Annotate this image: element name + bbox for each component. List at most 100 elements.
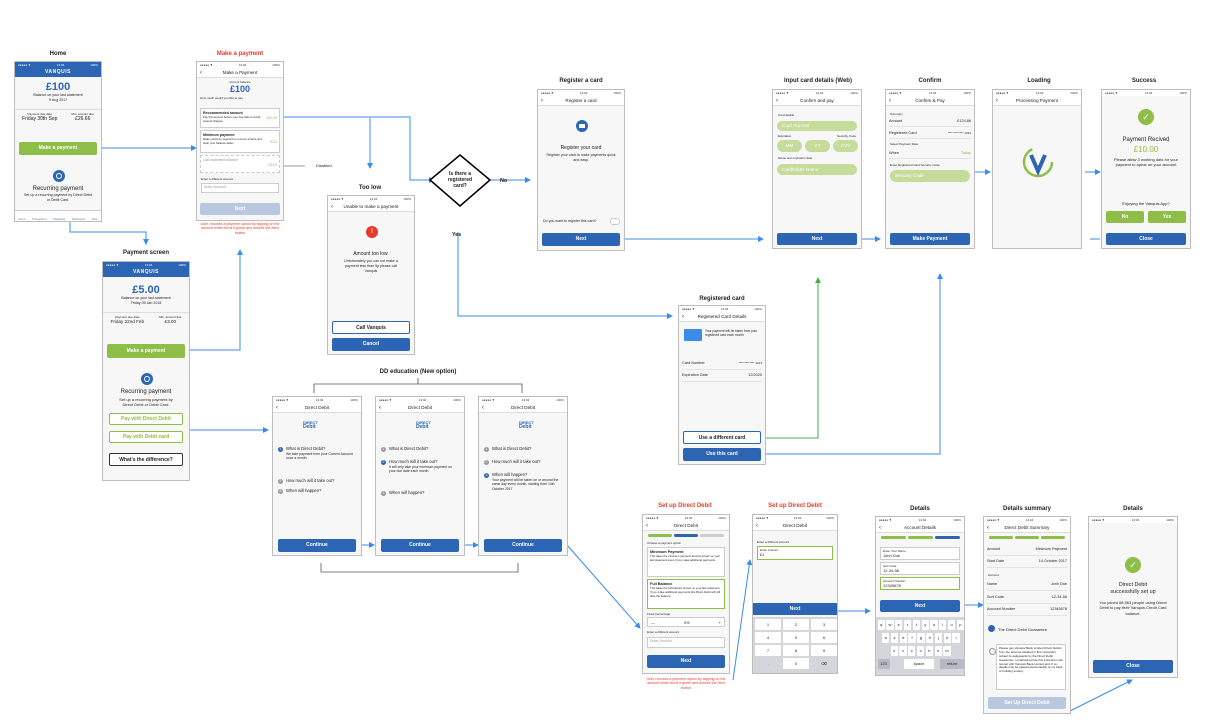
next-button[interactable]: Next xyxy=(542,233,620,246)
keyboard-key[interactable]: g xyxy=(917,633,925,643)
numpad-key[interactable]: 2 xyxy=(783,619,809,630)
keyboard-key[interactable]: return xyxy=(940,659,964,669)
option-minimum[interactable]: Minimum Payment This takes the minimum p… xyxy=(647,547,725,577)
difference-button[interactable]: What's the difference? xyxy=(109,453,183,466)
mm-input[interactable]: MM xyxy=(777,140,802,152)
keyboard-key[interactable]: w xyxy=(886,620,894,630)
numpad-key[interactable]: 3 xyxy=(811,619,837,630)
numpad-key[interactable]: . xyxy=(767,661,769,666)
keyboard-key[interactable]: q xyxy=(877,620,885,630)
keyboard-key[interactable]: m xyxy=(943,646,951,656)
keyboard-key[interactable]: space xyxy=(904,659,934,669)
tab-payments[interactable]: Payments xyxy=(53,218,66,221)
back-icon[interactable]: ‹ xyxy=(879,524,881,531)
keyboard-key[interactable]: a xyxy=(882,633,890,643)
back-icon[interactable]: ‹ xyxy=(379,404,381,411)
tab-more[interactable]: More xyxy=(91,218,98,221)
keyboard-key[interactable]: e xyxy=(895,620,903,630)
other-amount-input[interactable]: Enter Amount xyxy=(647,637,725,648)
back-icon[interactable]: ‹ xyxy=(987,524,989,531)
continue-button[interactable]: Continue xyxy=(278,539,356,552)
pay-debit-card-button[interactable]: Pay with Debit card xyxy=(109,431,183,443)
keyboard-key[interactable]: n xyxy=(934,646,942,656)
sort-code-input[interactable]: Sort Code 12-34-56 xyxy=(880,562,960,575)
card-number-input[interactable]: Card Number xyxy=(777,121,857,131)
close-button[interactable]: Close xyxy=(1093,660,1173,673)
numpad-key[interactable]: 1 xyxy=(755,619,781,630)
option-recommended[interactable]: Recommended amount Pay this amount befor… xyxy=(200,108,280,128)
register-toggle[interactable] xyxy=(610,218,620,225)
numpad-key[interactable]: ⌫ xyxy=(821,661,827,666)
back-icon[interactable]: ‹ xyxy=(682,313,684,320)
setup-dd-button[interactable]: Set Up Direct Debit xyxy=(988,697,1066,709)
numpad-key[interactable]: 7 xyxy=(755,645,781,656)
next-button[interactable]: Next xyxy=(880,600,960,612)
tab-statements[interactable]: Statements xyxy=(71,218,85,221)
keyboard-key[interactable]: v xyxy=(916,646,925,656)
back-icon[interactable]: ‹ xyxy=(331,203,333,210)
make-payment-button[interactable]: Make a payment xyxy=(19,142,97,155)
numpad-key[interactable]: 6 xyxy=(811,632,837,643)
use-this-card-button[interactable]: Use this card xyxy=(683,448,761,461)
keyboard-key[interactable]: b xyxy=(925,646,934,656)
close-button[interactable]: Close xyxy=(1106,233,1186,245)
keyboard-key[interactable]: i xyxy=(939,620,947,630)
next-button[interactable]: Next xyxy=(200,203,280,215)
make-payment-button[interactable]: Make Payment xyxy=(890,233,970,245)
next-button[interactable]: Next xyxy=(647,655,725,668)
keyboard-key[interactable]: z xyxy=(890,646,898,656)
back-icon[interactable]: ‹ xyxy=(996,97,998,104)
yes-button[interactable]: Yes xyxy=(1148,211,1186,223)
numpad-key[interactable]: 9 xyxy=(811,645,837,656)
amount-input[interactable]: Enter Amount £1 xyxy=(757,546,833,560)
other-amount-input[interactable]: Enter Amount xyxy=(201,183,279,193)
back-icon[interactable]: ‹ xyxy=(200,69,202,76)
back-icon[interactable]: ‹ xyxy=(889,97,891,104)
account-number-input[interactable]: Account Number 12345678 xyxy=(880,577,960,590)
use-different-card-button[interactable]: Use a different card xyxy=(683,431,761,444)
no-button[interactable]: No xyxy=(1106,211,1144,223)
keyboard-key[interactable]: p xyxy=(956,620,964,630)
keyboard-key[interactable]: o xyxy=(947,620,956,630)
keyboard-key[interactable]: h xyxy=(926,633,934,643)
keyboard-key[interactable]: u xyxy=(930,620,938,630)
keyboard-key[interactable]: j xyxy=(934,633,943,643)
option-minimum[interactable]: Minimum payment Make minimum payment to … xyxy=(200,130,280,153)
keyboard-key[interactable]: c xyxy=(908,646,916,656)
next-button[interactable]: Next xyxy=(777,233,857,245)
yy-input[interactable]: YY xyxy=(805,140,830,152)
minus-icon[interactable]: — xyxy=(651,619,655,625)
cardholder-input[interactable]: Cardholder Name xyxy=(777,164,857,175)
numpad-key[interactable]: 8 xyxy=(783,645,809,656)
guarantee-label[interactable]: The Direct Debit Guarantee xyxy=(998,627,1047,632)
numpad-key[interactable]: 5 xyxy=(783,632,809,643)
plus-icon[interactable]: + xyxy=(718,619,721,625)
keyboard-key[interactable]: s xyxy=(890,633,899,643)
next-button[interactable]: Next xyxy=(753,603,837,615)
keyboard-key[interactable]: y xyxy=(921,620,929,630)
tab-home[interactable]: Home xyxy=(18,218,26,221)
pay-direct-debit-button[interactable]: Pay with Direct Debit xyxy=(109,413,183,425)
call-vanquis-button[interactable]: Call Vanquis xyxy=(332,321,410,334)
option-last-statement[interactable]: Last statement balance £110 xyxy=(200,155,280,173)
percentage-stepper[interactable]: — 0% + xyxy=(647,617,725,627)
back-icon[interactable]: ‹ xyxy=(776,97,778,104)
keyboard-key[interactable]: f xyxy=(908,633,916,643)
keyboard-key[interactable]: t xyxy=(912,620,921,630)
cancel-button[interactable]: Cancel xyxy=(332,338,410,351)
numpad-key[interactable]: 4 xyxy=(755,632,781,643)
numpad-key[interactable]: 0 xyxy=(783,658,809,669)
option-full-balance[interactable]: Full Balance This takes the full balance… xyxy=(647,579,725,609)
keyboard-key[interactable]: r xyxy=(903,620,912,630)
continue-button[interactable]: Continue xyxy=(484,539,562,552)
back-icon[interactable]: ‹ xyxy=(646,522,648,529)
continue-button[interactable]: Continue xyxy=(381,539,459,552)
name-input[interactable]: Enter Your Name John Doe xyxy=(880,547,960,560)
back-icon[interactable]: ‹ xyxy=(482,404,484,411)
back-icon[interactable]: ‹ xyxy=(541,97,543,104)
back-icon[interactable]: ‹ xyxy=(756,522,758,529)
keyboard-key[interactable]: d xyxy=(899,633,907,643)
cvv-input[interactable]: CVV xyxy=(833,140,858,152)
make-payment-button[interactable]: Make a payment xyxy=(107,344,185,358)
